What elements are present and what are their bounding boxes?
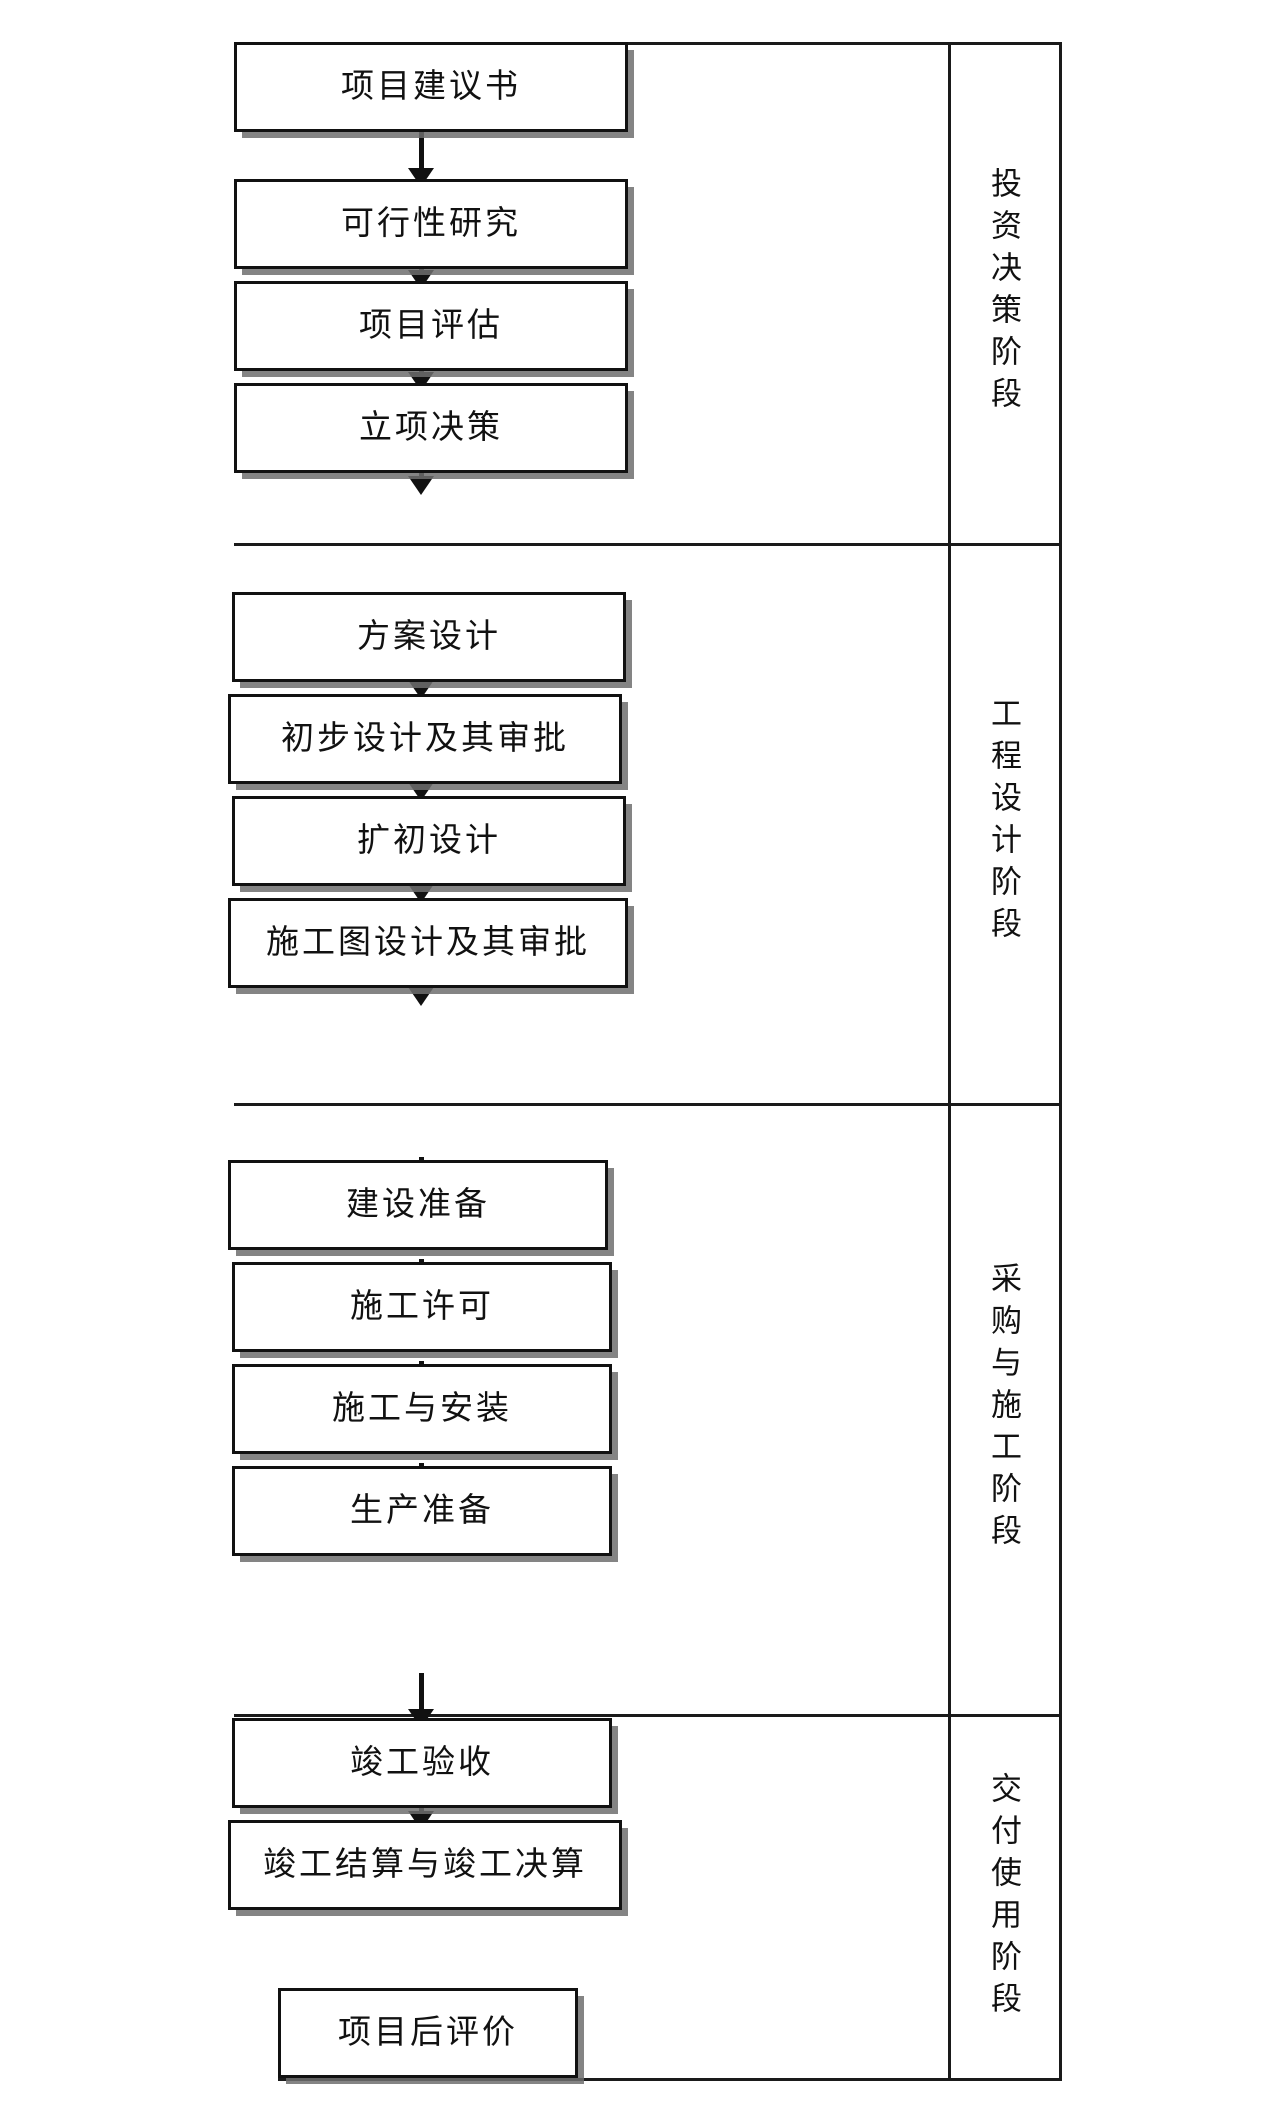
- process-node-label: 可行性研究: [341, 205, 521, 242]
- process-node-label: 初步设计及其审批: [281, 720, 569, 757]
- process-node[interactable]: 生产准备: [232, 1466, 612, 1556]
- frame-divider-2: [234, 1103, 1062, 1106]
- phase-section-4: 交付使用阶段: [948, 1714, 1059, 2081]
- process-node-label: 项目评估: [359, 307, 503, 344]
- process-node[interactable]: 可行性研究: [234, 179, 628, 269]
- connector-n13-n14: [419, 1673, 424, 1720]
- connector-n1-n2: [419, 132, 424, 179]
- arrowhead-n8-n9: [408, 987, 434, 1006]
- process-node[interactable]: 竣工结算与竣工决算: [228, 1820, 622, 1910]
- process-node[interactable]: 方案设计: [232, 592, 626, 682]
- phase-label-text: 交付使用阶段: [986, 1771, 1021, 2024]
- process-node-label: 竣工结算与竣工决算: [263, 1846, 587, 1883]
- process-node-label: 建设准备: [346, 1186, 490, 1223]
- phase-label-text: 工程设计阶段: [986, 697, 1021, 949]
- process-node[interactable]: 扩初设计: [232, 796, 626, 886]
- frame-divider-1: [234, 543, 1062, 546]
- phase-section-3: 采购与施工阶段: [948, 1103, 1059, 1714]
- process-node-label: 施工图设计及其审批: [266, 924, 590, 961]
- phase-label-text: 投资决策阶段: [986, 166, 1021, 419]
- frame-divider-3: [234, 1714, 1062, 1717]
- frame-right-edge: [1059, 42, 1062, 2081]
- frame-top-rule: [234, 42, 1062, 45]
- process-node[interactable]: 初步设计及其审批: [228, 694, 622, 784]
- process-node[interactable]: 施工图设计及其审批: [228, 898, 628, 988]
- process-node-label: 扩初设计: [357, 822, 501, 859]
- process-node[interactable]: 施工许可: [232, 1262, 612, 1352]
- process-node-label: 立项决策: [359, 409, 503, 446]
- process-node-label: 项目后评价: [338, 2014, 518, 2051]
- process-node-label: 施工与安装: [332, 1390, 512, 1427]
- process-node-label: 方案设计: [357, 618, 501, 655]
- process-node-label: 竣工验收: [350, 1744, 494, 1781]
- phase-section-1: 投资决策阶段: [948, 42, 1059, 543]
- arrowhead-n4-n5: [408, 476, 434, 495]
- process-node-label: 施工许可: [350, 1288, 494, 1325]
- frame-inner-divider: [948, 42, 951, 2081]
- process-node-label: 生产准备: [350, 1492, 494, 1529]
- process-node[interactable]: 建设准备: [228, 1160, 608, 1250]
- process-node[interactable]: 竣工验收: [232, 1718, 612, 1808]
- process-node[interactable]: 项目后评价: [278, 1988, 578, 2078]
- process-node[interactable]: 施工与安装: [232, 1364, 612, 1454]
- process-node[interactable]: 项目建议书: [234, 42, 628, 132]
- frame-bottom-rule: [278, 2078, 1062, 2081]
- phase-label-text: 采购与施工阶段: [986, 1261, 1021, 1556]
- process-node-label: 项目建议书: [341, 68, 521, 105]
- phase-section-2: 工程设计阶段: [948, 543, 1059, 1103]
- process-node[interactable]: 立项决策: [234, 383, 628, 473]
- process-node[interactable]: 项目评估: [234, 281, 628, 371]
